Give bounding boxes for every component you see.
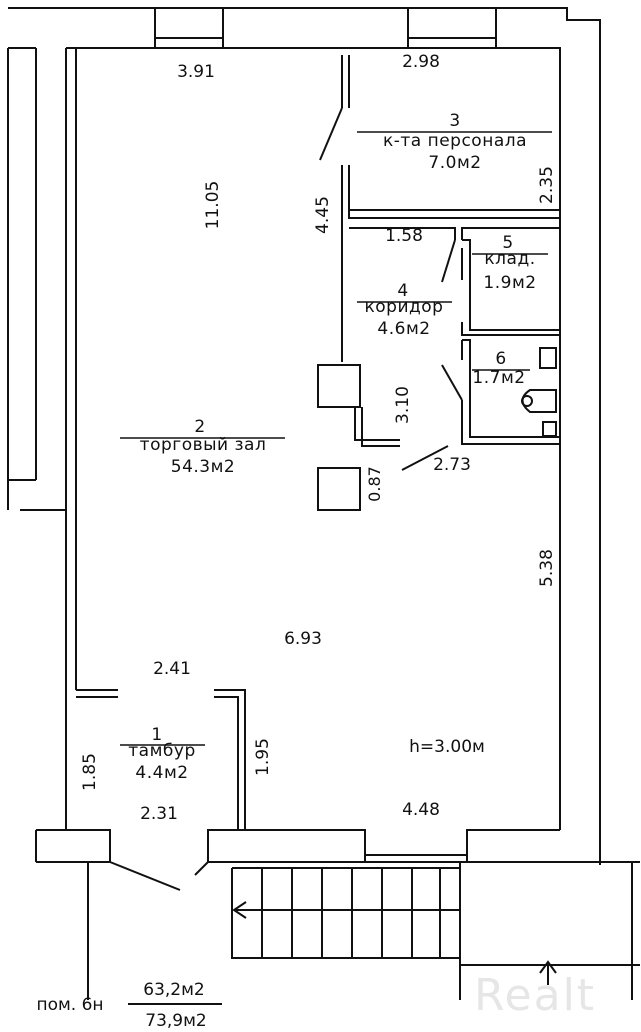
partition-room3 [341,55,560,362]
dim-top-left: 3.91 [177,62,215,82]
dim-vestibule-top: 2.41 [153,659,191,679]
dim-top-right: 2.98 [402,52,440,72]
dim-column-gap: 0.87 [365,466,384,502]
dim-vestibule-left: 1.85 [80,753,100,791]
dim-partition: 4.45 [313,196,333,234]
room6-number: 6 [495,349,506,369]
footer-area-bottom: 73,9м2 [145,1011,207,1031]
stub-wall [354,407,400,447]
dim-vestibule-bottom: 2.31 [140,804,178,824]
room2-area: 54.3м2 [171,457,236,477]
room4-name: коридор [365,297,444,317]
sink [539,347,557,369]
outer-wall-inner [66,47,561,830]
column-lower [317,467,361,511]
dim-hall-width: 6.93 [284,629,322,649]
dim-corridor-end: 2.73 [433,455,471,475]
dim-hall-depth: 11.05 [203,181,223,230]
wall-room5 [461,239,560,336]
room5-number: 5 [502,233,513,253]
window-top-left [154,7,224,49]
dim-right-lower: 5.38 [537,549,557,587]
wall-room6 [461,339,560,445]
outer-wall [8,7,601,865]
room1-number: 1 [151,725,162,745]
entry-door [109,861,209,891]
vestibule-wall-right [214,689,246,830]
room5-area: 1.9м2 [483,273,536,293]
ceiling-height: h=3.00м [409,737,485,757]
door-room6 [441,364,463,401]
wall-corridor [349,227,560,240]
room4-area: 4.6м2 [377,319,430,339]
shower [542,421,557,437]
room4-number: 4 [397,281,408,301]
room2-number: 2 [194,417,205,437]
dim-bottom-right: 4.48 [402,800,440,820]
room6-area: 1.7м2 [472,368,525,388]
bottom-wall [36,829,560,862]
dim-room3-depth: 2.35 [537,166,557,204]
door-hall [401,445,449,471]
window-top-right [407,7,497,49]
column-upper [317,364,361,408]
room3-name: к-та персонала [383,131,527,151]
watermark: Realt [474,970,596,1021]
room2-name: торговый зал [140,435,267,455]
room3-area: 7.0м2 [428,153,481,173]
bottom-wall-outer [36,855,600,863]
toilet [521,389,557,413]
ramp-arrow [539,960,557,985]
room1-area: 4.4м2 [135,763,188,783]
room3-number: 3 [449,111,460,131]
footer-area-top: 63,2м2 [143,980,205,1000]
room1-name: тамбур [128,741,195,761]
dim-corridor-width: 1.58 [385,226,423,246]
neighbour-wall [7,47,66,511]
dim-vestibule-right: 1.95 [253,738,273,776]
footer-label: пом. 6н [36,995,103,1015]
stair-arrow [232,901,247,919]
room5-name: клад. [484,249,535,269]
vestibule-wall-left [76,689,118,698]
dim-corridor-length: 3.10 [393,386,413,424]
door-room5 [441,239,456,283]
door-room3 [319,107,343,161]
